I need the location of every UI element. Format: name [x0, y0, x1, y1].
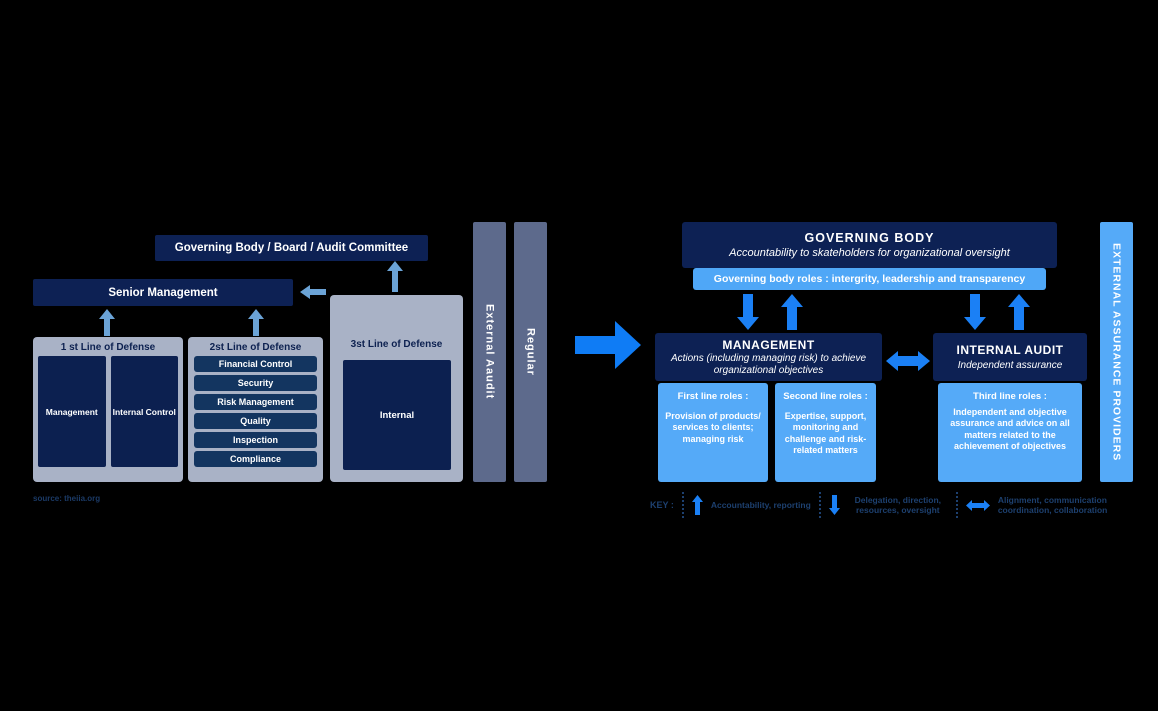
first-line-items: Management Internal Control — [38, 356, 178, 467]
key-item-alignment: Alignment, communication coordination, c… — [997, 494, 1108, 515]
inspection-pill: Inspection — [194, 432, 317, 448]
compliance-pill: Compliance — [194, 451, 317, 467]
internal-control-box: Internal Control — [110, 356, 178, 467]
dotted-separator — [818, 492, 821, 518]
external-assurance-providers-bar: EXTERNAL ASSURANCE PROVIDERS — [1100, 222, 1133, 482]
management-box: Management — [38, 356, 106, 467]
management-box: MANAGEMENT Actions (including managing r… — [655, 333, 882, 381]
dotted-separator — [681, 492, 684, 518]
governing-body-title: GOVERNING BODY — [804, 231, 935, 245]
key-label: KEY : — [650, 500, 674, 510]
source-attribution: source: theiia.org — [33, 494, 101, 503]
quality-pill: Quality — [194, 413, 317, 429]
key-item-delegation: Delegation, direction, resources, oversi… — [854, 494, 942, 515]
down-arrow-icon — [828, 495, 840, 515]
big-right-arrow-icon — [575, 321, 641, 369]
financial-control-pill: Financial Control — [194, 356, 317, 372]
left-arrow-icon — [300, 285, 326, 299]
management-subtitle: Actions (including managing risk) to ach… — [670, 353, 867, 376]
down-arrow-icon — [737, 294, 759, 330]
up-arrow-icon — [99, 309, 115, 336]
up-arrow-icon — [781, 294, 803, 330]
first-line-roles-box: First line roles : Provision of products… — [658, 383, 768, 482]
internal-audit-title: INTERNAL AUDIT — [956, 342, 1064, 357]
first-line-roles-body: Provision of products/ services to clien… — [665, 411, 761, 444]
column-title: 2st Line of Defense — [209, 342, 302, 353]
third-line-roles-box: Third line roles : Independent and objec… — [938, 383, 1082, 482]
key-item-accountability: Accountability, reporting — [710, 499, 811, 510]
external-audit-bar-label: External Aaudit — [483, 304, 496, 400]
internal-audit-subtitle: Independent assurance — [957, 359, 1063, 371]
double-arrow-icon — [886, 351, 930, 371]
second-line-of-defense-column: 2st Line of Defense Financial Control Se… — [188, 337, 323, 482]
third-line-of-defense-column: 3st Line of Defense Internal — [330, 295, 463, 482]
second-line-roles-body: Expertise, support, monitoring and chall… — [784, 411, 867, 455]
up-arrow-icon — [248, 309, 264, 336]
regulator-bar-label: Regular — [524, 328, 537, 376]
third-line-roles-title: Third line roles : — [973, 391, 1047, 402]
second-line-items: Financial Control Security Risk Manageme… — [194, 356, 317, 467]
governing-body-box: GOVERNING BODY Accountability to skateho… — [682, 222, 1057, 268]
governing-body-subtitle: Accountability to skateholders for organ… — [729, 247, 1010, 259]
risk-management-pill: Risk Management — [194, 394, 317, 410]
governing-body-roles-bar: Governing body roles : intergrity, leade… — [693, 268, 1046, 290]
security-pill: Security — [194, 375, 317, 391]
management-title: MANAGEMENT — [722, 338, 815, 352]
regulator-bar: Regular — [514, 222, 547, 482]
governing-body-board-audit-committee-box: Governing Body / Board / Audit Committee — [155, 235, 428, 261]
senior-management-box: Senior Management — [33, 279, 293, 306]
internal-audit-box: INTERNAL AUDIT Independent assurance — [933, 333, 1087, 381]
column-title: 1 st Line of Defense — [60, 342, 156, 353]
dotted-separator — [955, 492, 958, 518]
up-arrow-icon — [387, 261, 403, 292]
third-line-roles-body: Independent and objective assurance and … — [950, 407, 1070, 451]
external-assurance-providers-label: EXTERNAL ASSURANCE PROVIDERS — [1110, 242, 1123, 462]
second-line-roles-title: Second line roles : — [783, 391, 868, 402]
external-audit-bar: External Aaudit — [473, 222, 506, 482]
first-line-of-defense-column: 1 st Line of Defense Management Internal… — [33, 337, 183, 482]
column-title: 3st Line of Defense — [350, 339, 443, 350]
first-line-roles-title: First line roles : — [677, 391, 749, 402]
up-arrow-icon — [1008, 294, 1030, 330]
double-arrow-icon — [965, 499, 990, 511]
second-line-roles-box: Second line roles : Expertise, support, … — [775, 383, 876, 482]
key-legend: KEY : Accountability, reporting Delegati… — [650, 489, 1110, 521]
internal-audit-box-left: Internal — [343, 360, 451, 470]
up-arrow-icon — [691, 495, 703, 515]
down-arrow-icon — [964, 294, 986, 330]
